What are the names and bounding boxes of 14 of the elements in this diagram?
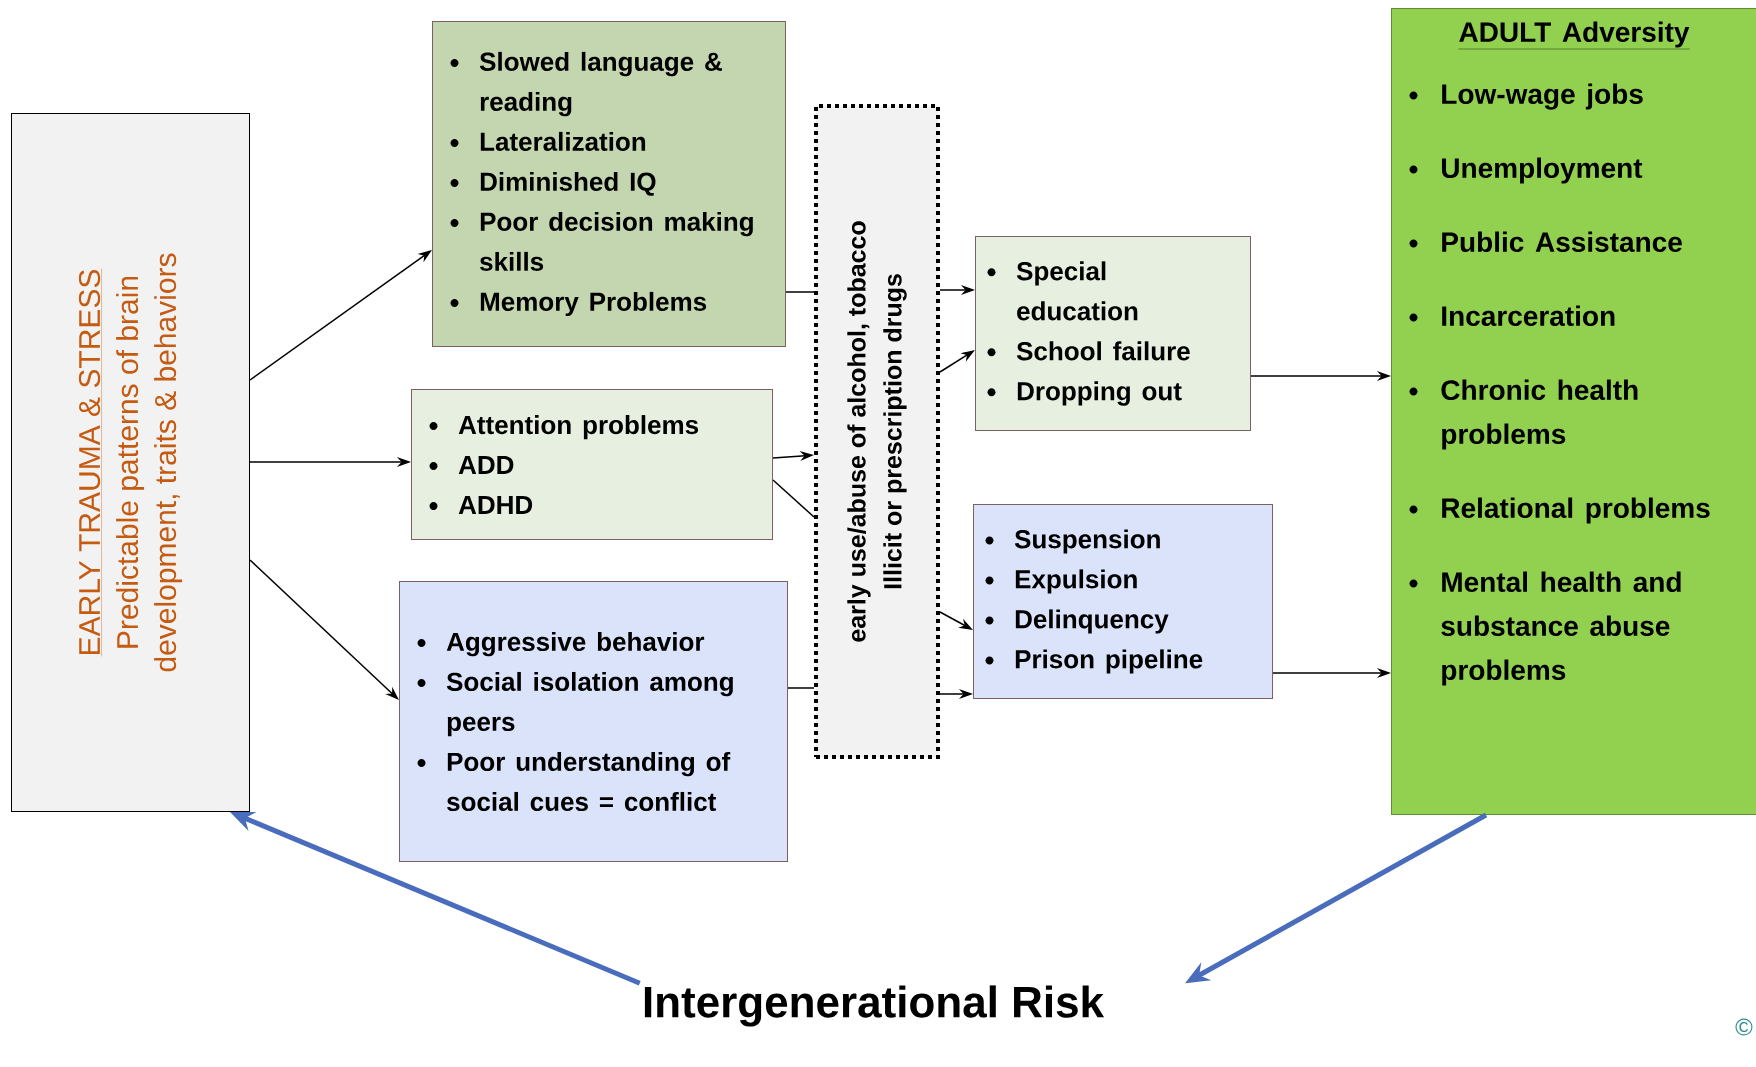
title-text: Intergenerational Risk [644, 985, 1105, 1027]
dotted-box: early use/abuse of alcohol, tobacco Illicit or prescription drugs [814, 104, 940, 759]
copyright-mark: © [1735, 1018, 1753, 1036]
outcome-box: Attention problems ADD ADHD [411, 389, 773, 540]
topic-box: EARLY TRAUMA & STRESS Predictable patterns of brain development, traits & behaviors [11, 113, 250, 812]
connector-line [772, 479, 815, 518]
outcome-box: Slowed language & reading Lateralization Diminished IQ Poor decision making skills Memory Problems [432, 21, 786, 347]
outcome-box: Suspension Expulsion Delinquency Prison pipeline [973, 504, 1273, 699]
outcome-box: Special education School failure Dropping out [975, 236, 1251, 431]
connector-line [785, 291, 815, 293]
outcome-box: ADULT Adversity Low-wage jobs Unemployment Public Assistance Incarceration Chronic health problems Relational problems Mental health and substance abuse problems [1391, 8, 1756, 815]
arrow [249, 559, 399, 700]
outcome-box: Aggressive behavior Social isolation among peers Poor understanding of social cues = conflict [399, 581, 788, 862]
connector-line [787, 687, 815, 689]
